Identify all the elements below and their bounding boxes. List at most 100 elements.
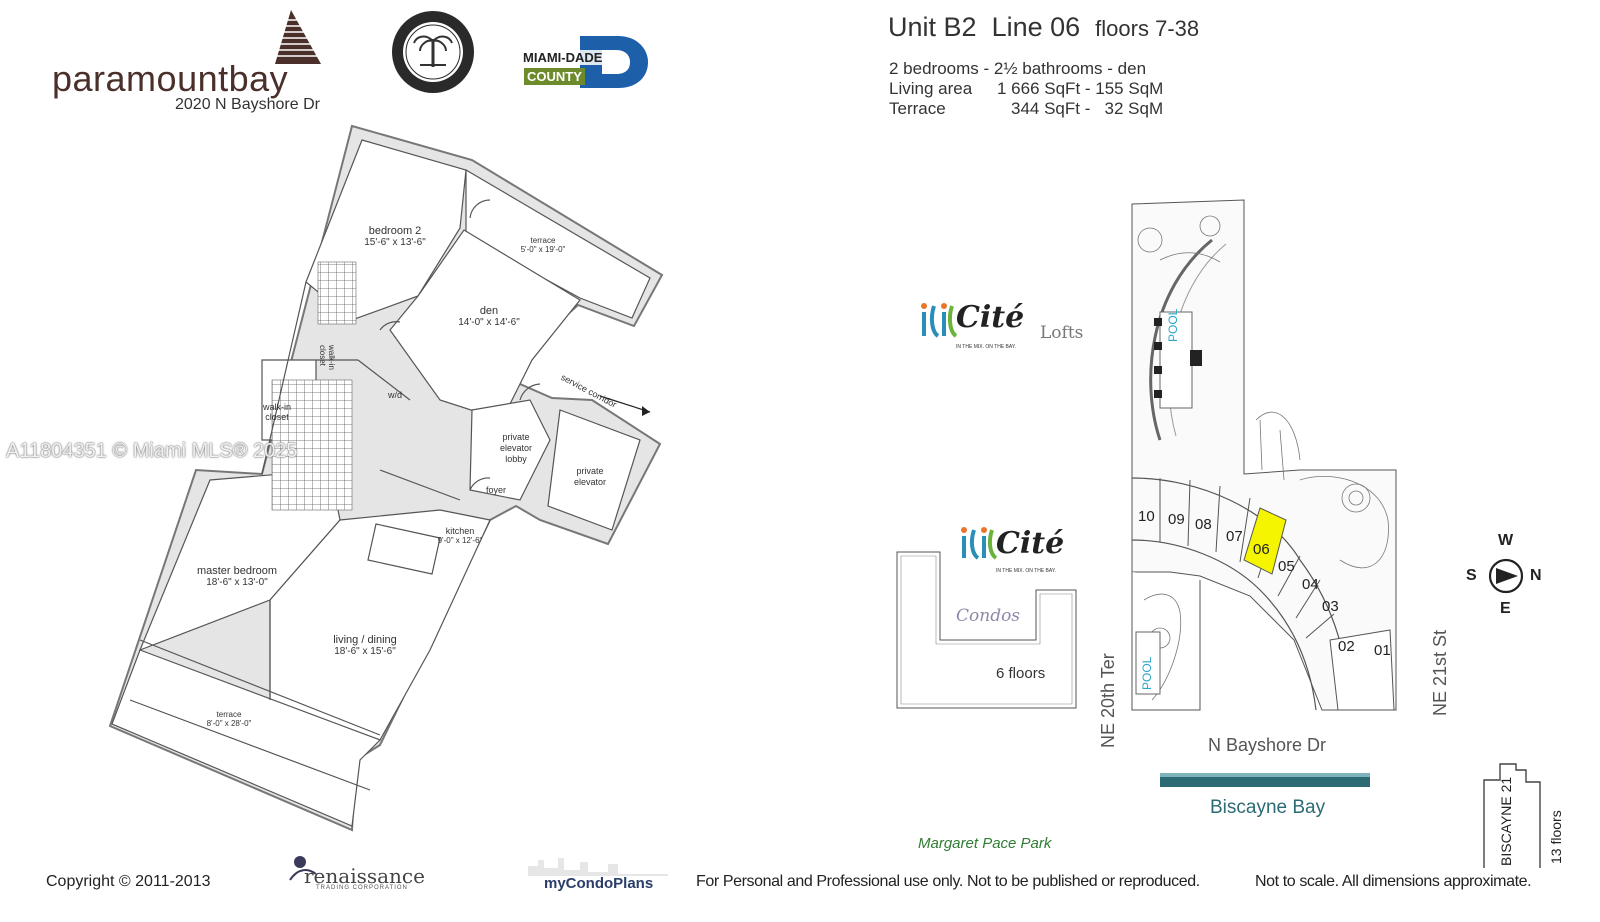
renaissance-sub: TRADING CORPORATION: [316, 885, 408, 891]
living-area-value: 1 666 SqFt - 155 SqM: [997, 79, 1164, 98]
room-living-dining: living / dining 18'-6" x 15'-6": [310, 634, 420, 657]
unit-label-07: 07: [1226, 528, 1243, 545]
room-private-elevator-lobby: private elevator lobby: [499, 432, 533, 464]
room-name: master bedroom: [196, 565, 278, 577]
compass-west: W: [1498, 532, 1514, 549]
street-ne-21st-st: NE 21st St: [1430, 629, 1450, 716]
biscayne-21-building: [1483, 763, 1541, 868]
unit-specs: 2 bedrooms - 2½ bathrooms - den Living a…: [889, 59, 1163, 119]
miami-dade-county-logo: MIAMI-DADE COUNTY: [522, 36, 648, 90]
room-den: den 14'-0" x 14'-6": [444, 305, 534, 328]
unit-label-10: 10: [1138, 508, 1155, 525]
room-dims: 18'-6" x 15'-6": [334, 646, 396, 657]
unit-label-06: 06: [1253, 541, 1270, 558]
main-pool: [1159, 311, 1193, 409]
cite-condos-tagline: IN THE MIX. ON THE BAY.: [996, 568, 1056, 574]
main-pool-label: POOL: [1166, 308, 1180, 342]
terrace-value: 344 SqFt - 32 SqM: [1011, 99, 1164, 118]
unit-label-05: 05: [1278, 558, 1295, 575]
unit-label-01: 01: [1374, 642, 1391, 659]
paramountbay-logo-icon: [269, 10, 321, 64]
room-kitchen: kitchen 9'-0" x 12'-6": [426, 526, 494, 545]
copyright: Copyright © 2011-2013: [46, 873, 211, 890]
room-dims: 18'-6" x 13'-0": [206, 577, 268, 588]
room-dims: 15'-6" x 13'-6": [364, 237, 426, 248]
neighbor-building-name: BISCAYNE 21: [1498, 776, 1514, 866]
scale-note: Not to scale. All dimensions approximate…: [1255, 873, 1532, 890]
renaissance-logo-icon: [289, 856, 317, 881]
compass-north: N: [1530, 567, 1542, 584]
room-name: living / dining: [333, 634, 397, 646]
cite-lofts-tagline: IN THE MIX. ON THE BAY.: [956, 344, 1016, 350]
unit-title: Unit B2 Line 06 floors 7-38: [888, 12, 1199, 43]
street-n-bayshore-dr: N Bayshore Dr: [1208, 735, 1327, 755]
brand-name: paramountbay: [52, 58, 289, 99]
room-private-elevator: private elevator: [573, 466, 607, 487]
compass-east: E: [1500, 600, 1511, 617]
room-name: terrace: [530, 236, 556, 245]
living-area-label: Living area: [889, 79, 973, 98]
room-name: kitchen: [445, 526, 475, 536]
cite-condos-brand: Cité: [996, 526, 1065, 561]
biscayne-bay-label: Biscayne Bay: [1210, 797, 1326, 818]
mls-watermark: A11804351 © Miami MLS® 2025: [6, 440, 298, 462]
terrace-label: Terrace: [889, 99, 946, 118]
room-walk-in-closet-2: walk-in closet: [262, 402, 291, 422]
neighbor-building-floors: 13 floors: [1548, 810, 1564, 864]
room-master-bedroom: master bedroom 18'-6" x 13'-0": [182, 565, 292, 588]
room-bedroom-2: bedroom 2 15'-6" x 13'-6": [350, 225, 440, 248]
cite-lofts-logo-icon: [921, 303, 958, 338]
terrace-top-floor: [465, 168, 651, 319]
usage-note: For Personal and Professional use only. …: [696, 873, 1200, 890]
county-logo-top: MIAMI-DADE: [522, 50, 604, 65]
room-name: bedroom 2: [368, 225, 422, 237]
mycondoplans-brand: myCondoPlans: [544, 875, 654, 892]
room-foyer: foyer: [486, 485, 507, 495]
elevator-lobby-floor: [469, 399, 551, 501]
street-ne-20th-ter: NE 20th Ter: [1098, 653, 1118, 748]
living-area-row: Living area 1 666 SqFt - 155 SqM: [889, 79, 1163, 99]
unit-label-08: 08: [1195, 516, 1212, 533]
lofts-label: Lofts: [1040, 323, 1084, 343]
room-terrace-top: terrace 5'-0" x 19'-0": [508, 236, 578, 254]
tower-site-outline: [1131, 199, 1397, 711]
floor-plan: [108, 124, 664, 832]
room-dims: 5'-0" x 19'-0": [520, 245, 566, 254]
county-logo-bottom: COUNTY: [524, 68, 585, 85]
unit-label-02: 02: [1338, 638, 1355, 655]
building-address: 2020 N Bayshore Dr: [175, 96, 320, 113]
lower-pool: [1135, 631, 1161, 695]
room-dims: 8'-0" x 28'-0": [206, 719, 252, 728]
private-elevator-floor: [547, 409, 641, 531]
room-dims: 14'-0" x 14'-6": [458, 317, 520, 328]
terrace-bottom-floor: [111, 649, 382, 827]
service-corridor-arrow: [599, 395, 651, 413]
unit-label-03: 03: [1322, 598, 1339, 615]
lower-pool-label: POOL: [1140, 656, 1154, 690]
county-d-icon: [580, 36, 648, 88]
renaissance-name: renaissance: [304, 864, 425, 888]
unit-label-09: 09: [1168, 511, 1185, 528]
room-terrace-bottom: terrace 8'-0" x 28'-0": [194, 710, 264, 728]
terrace-row: Terrace 344 SqFt - 32 SqM: [889, 99, 1163, 119]
unit-line: Line 06: [991, 12, 1081, 42]
room-dims: 9'-0" x 12'-6": [437, 536, 483, 545]
condos-label: Condos: [956, 606, 1021, 626]
unit-06-highlight: [1243, 507, 1287, 575]
cite-condos-logo-icon: [961, 527, 998, 560]
cite-lofts-brand: Cité: [956, 300, 1025, 335]
city-of-miami-seal-icon: [392, 11, 474, 93]
compass-south: S: [1466, 567, 1477, 584]
condo-building-outline: [896, 551, 1077, 709]
room-name: den: [479, 305, 499, 317]
unit-bedrooms: 2 bedrooms - 2½ bathrooms - den: [889, 59, 1147, 78]
margaret-pace-park-label: Margaret Pace Park: [918, 835, 1052, 852]
kitchen-island: [367, 523, 441, 575]
unit-floors: floors 7-38: [1095, 16, 1200, 41]
unit-label-04: 04: [1302, 576, 1319, 593]
skyline-icon: [528, 858, 668, 876]
den-floor: [389, 229, 581, 421]
room-name: terrace: [216, 710, 242, 719]
unit-name: Unit B2: [888, 12, 977, 42]
